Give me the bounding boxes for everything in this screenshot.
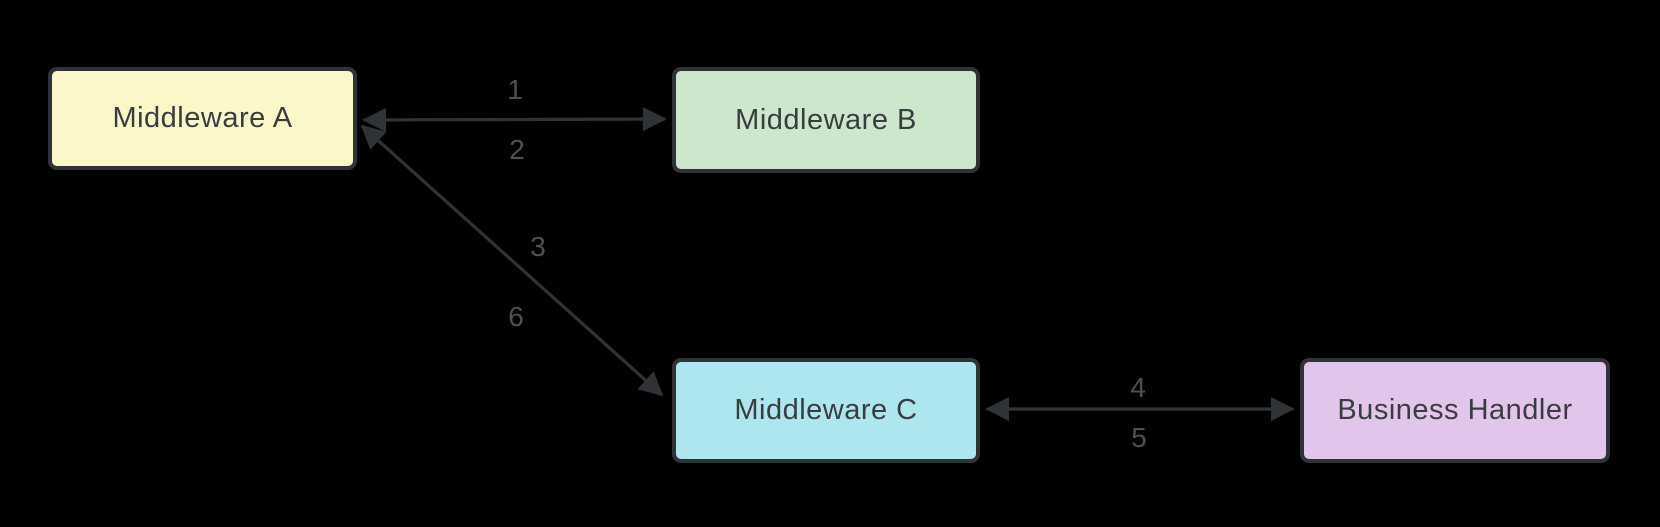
edge-label-step-6: 6	[508, 301, 524, 332]
node-business-handler-label: Business Handler	[1337, 394, 1573, 426]
node-middleware-a: Middleware A	[48, 67, 357, 170]
node-business-handler: Business Handler	[1300, 358, 1610, 463]
edge-label-step-1: 1	[507, 74, 523, 105]
node-middleware-c: Middleware C	[672, 358, 980, 463]
node-middleware-b: Middleware B	[672, 67, 980, 173]
edge-label-step-2: 2	[509, 134, 525, 165]
edge-label-step-5: 5	[1131, 422, 1147, 453]
node-middleware-c-label: Middleware C	[734, 394, 918, 426]
edge-label-step-4: 4	[1130, 372, 1146, 403]
edge-label-step-3: 3	[530, 231, 546, 262]
node-middleware-b-label: Middleware B	[735, 103, 917, 136]
node-middleware-a-label: Middleware A	[112, 102, 293, 134]
edge-a-b	[362, 107, 667, 132]
edge-a-c	[360, 124, 664, 397]
